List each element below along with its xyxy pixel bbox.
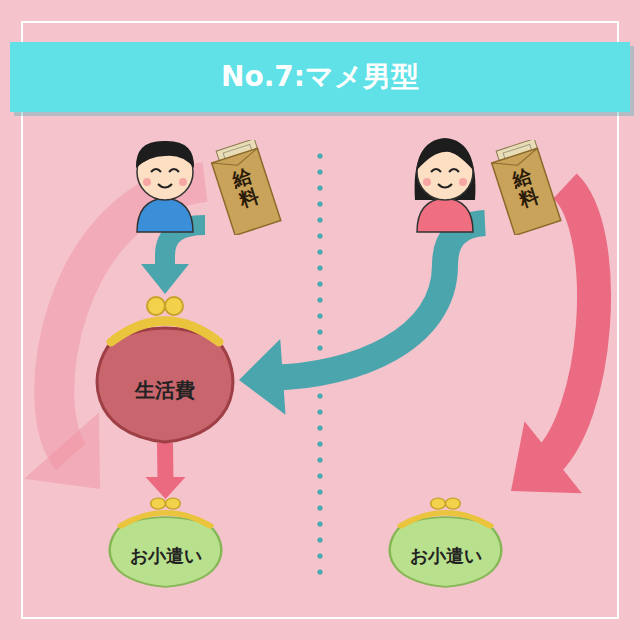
purse-frame [401,513,490,526]
arrow-head [239,339,286,415]
title-text: No.7:マメ男型 [221,58,419,96]
divider-dot [317,169,322,174]
purse-node: 生活費 [95,292,235,447]
arrow-head [511,421,582,493]
clasp-knob [165,297,183,315]
purse-shape [388,495,503,590]
purse-label: 生活費 [135,377,195,404]
divider-dot [317,249,322,254]
hair [415,138,476,200]
divider-dot [317,393,322,398]
eyes [431,169,459,172]
divider-dot [317,569,322,574]
purse-label: お小遣い [130,544,202,568]
divider-dot [317,313,322,318]
cheek [459,178,467,186]
mouth [438,184,452,188]
divider-dot [317,233,322,238]
divider-dot [317,489,322,494]
divider-dot [317,201,322,206]
cheek [179,178,187,186]
cheek [143,178,151,186]
purse-body [97,328,233,442]
hair [136,141,194,168]
purse-frame [111,321,219,342]
envelope-body [492,148,561,235]
purse-body [110,517,222,587]
arrow-head [24,412,100,489]
arrow-shaft [157,443,174,483]
divider-dot [317,441,322,446]
title-band [10,42,630,112]
divider-dot [317,281,322,286]
purse-frame [121,513,210,526]
salary-envelope: 給料 [205,140,285,235]
flow-arrow [239,223,485,415]
clasp-knob [431,498,446,509]
shirt [137,198,193,232]
arrow-head [146,477,186,499]
flow-arrow [141,225,205,294]
divider-dot [317,425,322,430]
salary-envelope: 給料 [485,140,565,235]
purse-body [390,517,502,587]
arrow-shaft [272,223,485,378]
cheek [423,178,431,186]
divider-dot [317,409,322,414]
purse-node: お小遣い [108,495,223,590]
clasp-knob [147,297,165,315]
purse-label: お小遣い [410,544,482,568]
mouth [158,184,172,188]
arrow-shaft [543,186,594,466]
divider-dot [317,521,322,526]
clasp-knob [151,498,166,509]
purse-shape [95,292,235,447]
purse-shape [108,495,223,590]
purse-node: お小遣い [388,495,503,590]
wife-figure [415,138,476,232]
shirt [417,198,473,232]
divider-dot [317,185,322,190]
divider-dot [317,505,322,510]
arrow-head [141,264,189,294]
clasp-knob [166,498,181,509]
divider-dot [317,537,322,542]
clasp-knob [446,498,461,509]
divider-dot [317,329,322,334]
husband-figure [136,141,194,232]
envelope-body [212,148,281,235]
divider-dot [317,153,322,158]
flow-arrow [146,443,186,499]
divider-dot [317,473,322,478]
divider-dot [317,217,322,222]
divider-dot [317,265,322,270]
title-box: No.7:マメ男型 [10,42,630,112]
fringe [417,142,473,170]
eyes [151,169,179,172]
divider-dot [317,553,322,558]
divider-dot [317,457,322,462]
divider-dot [317,345,322,350]
divider-dot [317,297,322,302]
